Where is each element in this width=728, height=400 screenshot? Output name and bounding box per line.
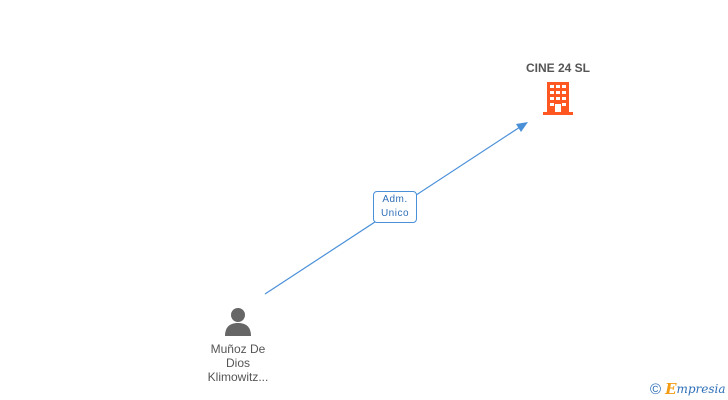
copyright-icon: © [650,380,662,398]
brand-watermark: © E mpresia [650,380,726,398]
brand-initial: E [665,379,677,398]
role-line-1: Adm. [382,194,408,205]
company-name[interactable]: CINE 24 SL [525,61,591,75]
role-badge[interactable]: Adm. Unico [373,191,417,223]
person-name-line-3[interactable]: Klimowitz... [207,370,269,384]
building-icon [543,82,573,115]
company-node[interactable]: CINE 24 SL [498,60,618,116]
brand-name: mpresia [676,381,726,396]
person-name-line-2[interactable]: Dios [225,356,250,370]
edge-arrowhead [516,122,528,132]
person-node[interactable]: Muñoz De Dios Klimowitz... [188,306,288,384]
person-icon [225,308,251,336]
role-line-2: Unico [380,208,410,219]
person-name-line-1[interactable]: Muñoz De [210,342,266,356]
